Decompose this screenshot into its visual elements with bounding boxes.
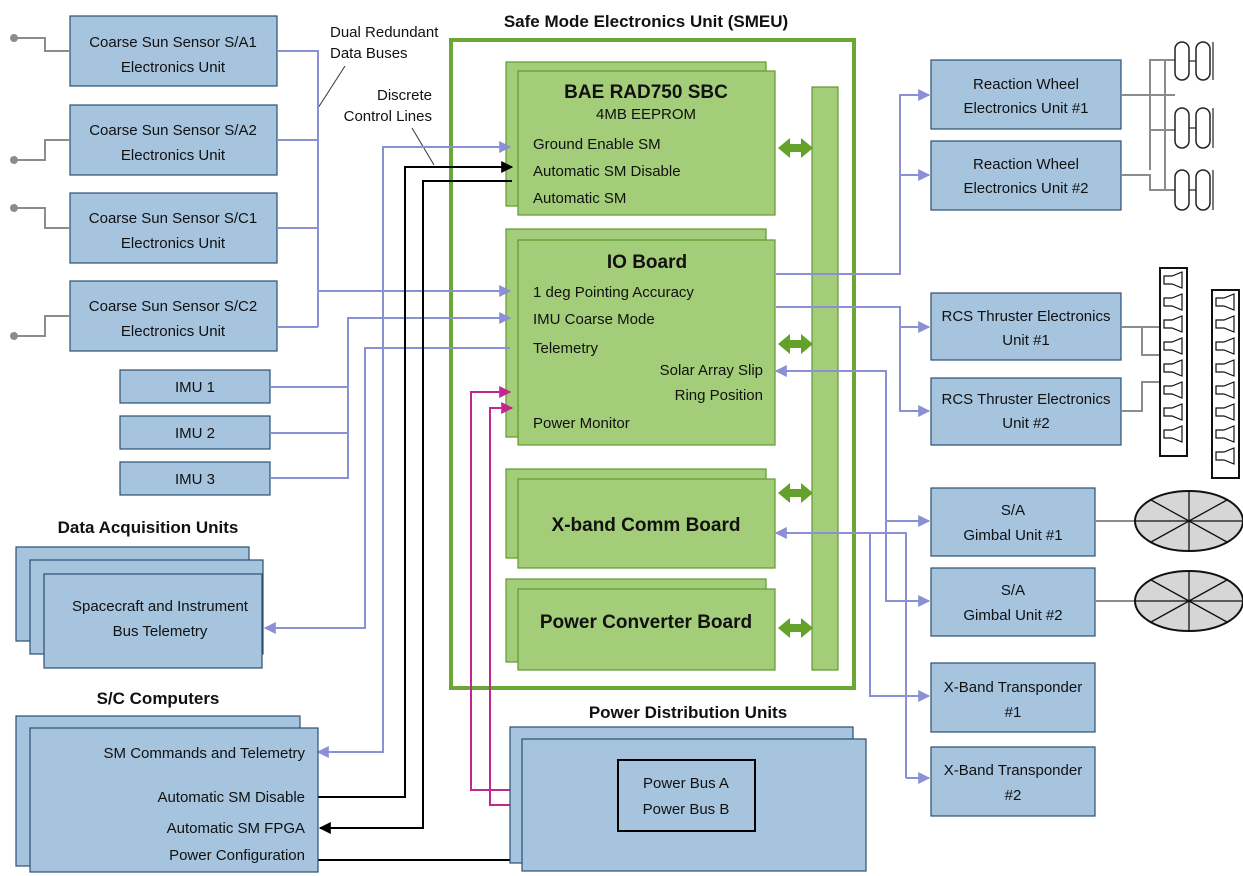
auto-sm-disable-line [318,161,514,798]
reaction-wheel-unit-2: Reaction Wheel Electronics Unit #2 [930,140,1122,211]
rcs-thruster-icons [1121,267,1240,479]
solar-array-icons [1095,490,1243,632]
power-bus-b: Power Bus B [643,801,730,818]
transponder-label: X-Band Transponder [944,762,1082,779]
sbc-auto-disable: Automatic SM Disable [533,163,681,180]
sm-commands-line [316,141,512,758]
transponder-label: X-Band Transponder [944,679,1082,696]
rw-label: Reaction Wheel [973,76,1079,93]
power-bus-box [617,759,756,832]
rcs-sub: Unit #2 [1002,415,1050,432]
sun-sensor-sc1: Coarse Sun Sensor S/C1 Electronics Unit [69,192,278,264]
io-telemetry: Telemetry [533,340,599,357]
smeu-title: Safe Mode Electronics Unit (SMEU) [504,12,788,31]
sun-sensor-sub: Electronics Unit [121,59,226,76]
sbc-ground-enable: Ground Enable SM [533,136,661,153]
transponder-1: X-Band Transponder #1 [930,662,1096,733]
sc-line-power-config: Power Configuration [169,847,305,864]
sc-line-auto-disable: Automatic SM Disable [157,789,305,806]
backplane-connectors [778,138,813,638]
rcs-unit-1: RCS Thruster Electronics Unit #1 [930,292,1122,361]
io-board: IO Board 1 deg Pointing Accuracy IMU Coa… [505,228,776,446]
sun-sensor-sa1: Coarse Sun Sensor S/A1 Electronics Unit [69,15,278,87]
sun-sensor-probes [10,34,70,340]
daq-line-2: Bus Telemetry [113,623,208,640]
pdu-header: Power Distribution Units [589,703,787,722]
pdu-stack: Power Bus A Power Bus B [509,726,867,872]
io-pointing: 1 deg Pointing Accuracy [533,284,694,301]
imu-label: IMU 2 [175,425,215,442]
sbc-auto-sm: Automatic SM [533,190,626,207]
sun-sensor-sa2: Coarse Sun Sensor S/A2 Electronics Unit [69,104,278,176]
gimbal-unit-1: S/A Gimbal Unit #1 [930,487,1096,557]
transponder-sub: #2 [1005,787,1022,804]
sbc-title: BAE RAD750 SBC [564,82,728,103]
sun-sensor-label: Coarse Sun Sensor S/A2 [89,122,257,139]
rcs-label: RCS Thruster Electronics [942,308,1111,325]
gimbal-label: S/A [1001,502,1025,519]
dual-bus-pointer [317,65,346,109]
io-power-monitor: Power Monitor [533,415,630,432]
xband-board-label: X-band Comm Board [552,515,741,536]
right-connections [774,89,931,784]
sun-sensor-label: Coarse Sun Sensor S/A1 [89,34,257,51]
gimbal-unit-2: S/A Gimbal Unit #2 [930,567,1096,637]
power-converter-label: Power Converter Board [540,612,752,633]
sun-sensor-sub: Electronics Unit [121,235,226,252]
reaction-wheel-icons [1121,41,1214,211]
daq-header: Data Acquisition Units [58,518,239,537]
io-slip-ring-1: Solar Array Slip [660,362,763,379]
sun-sensor-sub: Electronics Unit [121,323,226,340]
imu-label: IMU 1 [175,379,215,396]
xband-board: X-band Comm Board [505,468,776,569]
sun-sensor-label: Coarse Sun Sensor S/C1 [89,210,257,227]
sun-sensor-sc2: Coarse Sun Sensor S/C2 Electronics Unit [69,280,278,352]
io-imu-coarse: IMU Coarse Mode [533,311,655,328]
power-bus-a: Power Bus A [643,775,729,792]
auto-sm-fpga-line [318,180,512,834]
rcs-sub: Unit #1 [1002,332,1050,349]
dual-bus-label-1: Dual Redundant [330,24,439,41]
rcs-label: RCS Thruster Electronics [942,391,1111,408]
imu-label: IMU 3 [175,471,215,488]
sun-sensor-sub: Electronics Unit [121,147,226,164]
dual-bus-label-2: Data Buses [330,45,408,62]
imu-2: IMU 2 [119,415,271,450]
sbc-subtitle: 4MB EEPROM [596,106,696,123]
daq-stack: Spacecraft and Instrument Bus Telemetry [15,546,264,669]
sc-line-sm-commands: SM Commands and Telemetry [104,745,306,762]
discrete-label-1: Discrete [377,87,432,104]
imu-3: IMU 3 [119,461,271,496]
power-converter-board: Power Converter Board [505,578,776,671]
sc-computers-header: S/C Computers [97,689,220,708]
sun-sensor-label: Coarse Sun Sensor S/C2 [89,298,257,315]
rw-sub: Electronics Unit #2 [963,180,1088,197]
transponder-2: X-Band Transponder #2 [930,746,1096,817]
imu-1: IMU 1 [119,369,271,404]
gimbal-sub: Gimbal Unit #2 [963,607,1062,624]
rw-sub: Electronics Unit #1 [963,100,1088,117]
gimbal-label: S/A [1001,582,1025,599]
discrete-label-2: Control Lines [344,108,432,125]
gimbal-sub: Gimbal Unit #1 [963,527,1062,544]
sbc-board: BAE RAD750 SBC 4MB EEPROM Ground Enable … [505,61,776,216]
io-title: IO Board [607,252,687,273]
sc-line-fpga: Automatic SM FPGA [167,820,305,837]
backplane-bus [811,86,839,671]
daq-line-1: Spacecraft and Instrument [72,598,249,615]
sc-computers-stack: SM Commands and Telemetry Automatic SM D… [15,715,319,873]
reaction-wheel-unit-1: Reaction Wheel Electronics Unit #1 [930,59,1122,130]
io-slip-ring-2: Ring Position [675,387,763,404]
rw-label: Reaction Wheel [973,156,1079,173]
transponder-sub: #1 [1005,704,1022,721]
rcs-unit-2: RCS Thruster Electronics Unit #2 [930,377,1122,446]
